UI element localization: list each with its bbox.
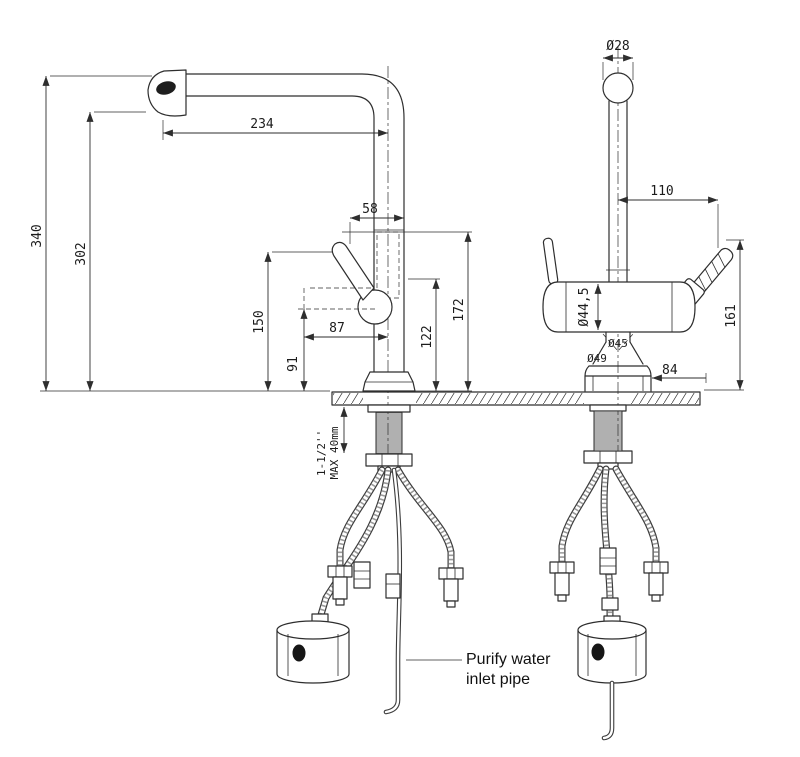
dim-234-label: 234 — [250, 117, 274, 132]
mounting-nut — [583, 450, 633, 464]
purify-inlet-pipe — [383, 467, 403, 715]
dim-d45-label: Ø45 — [608, 337, 628, 350]
purify-outlet-pipe — [601, 680, 615, 741]
left-undermount-assembly — [276, 404, 464, 715]
right-view-dimensions: Ø28 110 Ø44,5 161 Ø45 Ø49 84 — [577, 39, 744, 391]
dim-340-label: 340 — [30, 224, 45, 247]
filter-cartridge-right — [577, 615, 647, 684]
purify-water-annotation: Purify water inlet pipe — [406, 651, 551, 688]
left-view-dimensions: 340 302 234 58 150 87 91 122 172 1-1/2''… — [30, 75, 472, 479]
dim-302-label: 302 — [74, 242, 89, 265]
inline-valve — [601, 597, 619, 611]
inline-valve — [353, 561, 371, 589]
thread-size-note: 1-1/2'' — [315, 430, 328, 476]
dim-d49-label: Ø49 — [587, 352, 607, 365]
filter-logo — [292, 644, 306, 662]
max-thickness-note: MAX 40mm — [328, 426, 341, 479]
handle-pivot-sphere — [357, 289, 393, 325]
filter-logo — [591, 643, 605, 661]
right-undermount-assembly — [549, 404, 669, 741]
filter-cartridge-left — [276, 613, 350, 684]
dim-84-label: 84 — [662, 363, 678, 378]
dim-161-label: 161 — [724, 304, 739, 327]
mounting-nut — [365, 453, 413, 467]
hose-end-fitting — [438, 567, 464, 608]
annotation-line-1: Purify water — [466, 651, 551, 668]
spray-button — [156, 81, 176, 95]
inline-valve — [599, 547, 617, 575]
dim-150-label: 150 — [252, 310, 267, 333]
dim-91-label: 91 — [286, 356, 301, 372]
dim-87-label: 87 — [329, 321, 345, 336]
dim-110-label: 110 — [650, 184, 673, 199]
dim-122-label: 122 — [420, 325, 435, 348]
annotation-line-2: inlet pipe — [466, 671, 530, 688]
supply-hoses — [558, 465, 660, 622]
handle-lever — [331, 241, 375, 301]
left-faucet-side-view — [147, 66, 416, 468]
dim-d28-label: Ø28 — [606, 39, 629, 54]
supply-hoses — [316, 466, 455, 622]
dim-d44-5-label: Ø44,5 — [577, 287, 592, 326]
hose-end-fitting — [643, 561, 669, 602]
dim-58-label: 58 — [362, 202, 378, 217]
hose-end-fitting — [549, 561, 575, 602]
threaded-shank — [593, 410, 623, 452]
countertop — [331, 391, 701, 406]
hose-end-fitting — [327, 565, 353, 606]
dim-172-label: 172 — [452, 298, 467, 321]
threaded-shank — [375, 411, 403, 455]
inline-valve — [385, 573, 401, 599]
right-faucet-front-view — [542, 46, 734, 468]
left-handle — [542, 237, 559, 285]
top-cap — [602, 72, 634, 104]
